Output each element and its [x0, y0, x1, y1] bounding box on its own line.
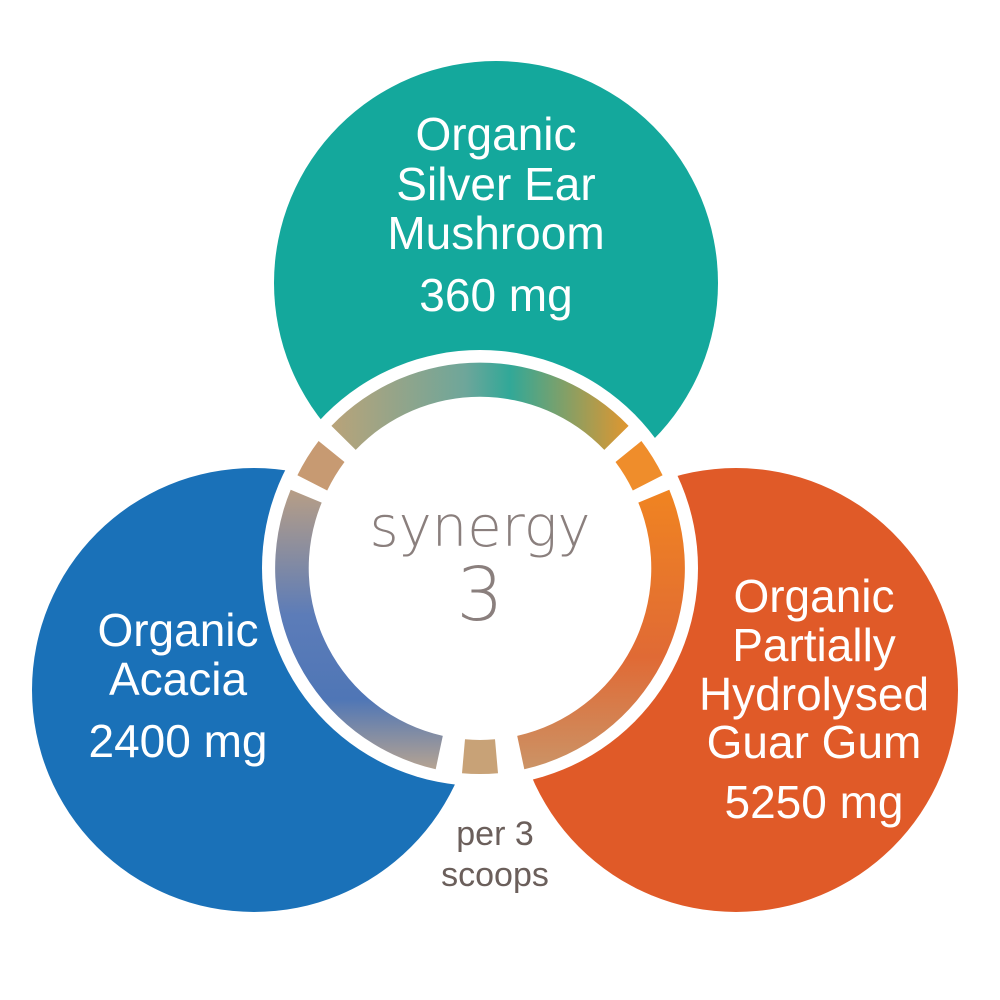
center-number: 3 — [456, 552, 503, 638]
serving-note-line-2: scoops — [441, 856, 549, 894]
ring-segment-top-left-small — [297, 441, 345, 491]
ring-segment-top — [331, 362, 629, 450]
ring-segment-right — [517, 489, 685, 770]
top-ingredient-amount: 360 mg — [419, 269, 572, 321]
serving-note-line-1: per 3 — [456, 815, 534, 853]
right-ingredient-label: Organic Partially Hydrolysed Guar Gum 52… — [699, 570, 929, 828]
left-ingredient-line-2: Acacia — [109, 653, 247, 705]
top-ingredient-line-2: Silver Ear — [396, 158, 595, 210]
center-title: synergy — [369, 495, 590, 560]
ring-segment-bottom-small — [462, 739, 498, 774]
right-ingredient-line-4: Guar Gum — [707, 716, 922, 768]
ring-backdrop — [262, 350, 698, 786]
left-ingredient-line-1: Organic — [97, 604, 258, 656]
right-ingredient-line-1: Organic — [733, 570, 894, 622]
top-ingredient-line-1: Organic — [415, 108, 576, 160]
ring-segment-top-right-small — [615, 441, 663, 491]
top-ingredient-line-3: Mushroom — [387, 207, 604, 259]
right-ingredient-amount: 5250 mg — [724, 776, 903, 828]
serving-note: per 3 scoops — [441, 815, 549, 894]
top-ingredient-label: Organic Silver Ear Mushroom 360 mg — [387, 108, 604, 321]
left-ingredient-amount: 2400 mg — [88, 715, 267, 767]
right-ingredient-line-3: Hydrolysed — [699, 668, 929, 720]
ring-segment-left — [275, 489, 443, 770]
synergy-ring — [275, 362, 685, 774]
left-ingredient-label: Organic Acacia 2400 mg — [88, 604, 267, 767]
right-ingredient-line-2: Partially — [732, 619, 896, 671]
